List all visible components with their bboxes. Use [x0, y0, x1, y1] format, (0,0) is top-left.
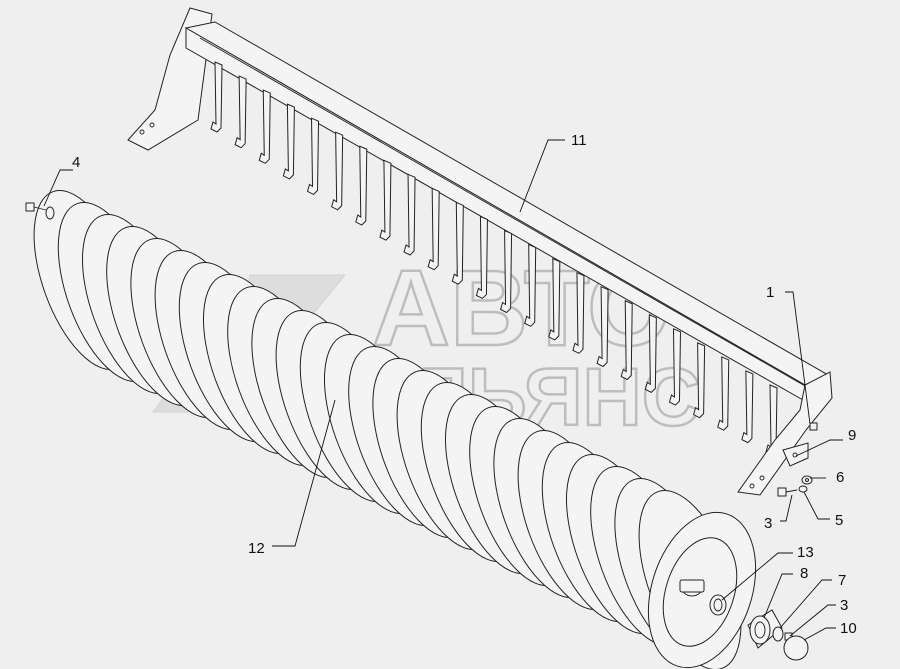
tine: [306, 117, 320, 196]
seal-ring: [709, 594, 727, 616]
tine: [693, 342, 706, 419]
callout-5: 5: [835, 512, 843, 529]
tine: [258, 89, 271, 164]
callout-7: 7: [838, 572, 846, 589]
tine: [210, 61, 223, 133]
bolt-left-end: [25, 202, 55, 220]
tine: [499, 229, 513, 314]
callout-13: 13: [797, 544, 814, 561]
bracket-plate: [782, 422, 818, 467]
bolt-bracket: [777, 487, 798, 497]
tine: [741, 370, 754, 444]
tine: [475, 215, 488, 300]
callout-labels: 11 12 4 1 9 6 5 3 13 8 7 3 10: [72, 132, 857, 637]
callout-6: 6: [836, 469, 844, 486]
frame-with-tines: [127, 7, 833, 496]
tine: [596, 285, 609, 368]
tine: [548, 257, 561, 341]
callout-9: 9: [848, 427, 856, 444]
callout-8: 8: [800, 565, 808, 582]
callout-3-lower: 3: [840, 597, 848, 614]
tine: [403, 173, 416, 256]
leader-lines: [43, 139, 843, 641]
tine: [644, 314, 657, 393]
washer-and-nut: [798, 475, 813, 493]
callout-12: 12: [248, 540, 265, 557]
tine: [524, 243, 537, 327]
tine: [717, 356, 730, 431]
end-cap: [783, 635, 809, 661]
roller-hub: [647, 511, 757, 669]
callout-3-upper: 3: [764, 515, 772, 532]
tine: [451, 201, 464, 285]
callout-11: 11: [571, 132, 587, 149]
tine: [234, 75, 247, 149]
tine: [620, 299, 633, 381]
retaining-ring: [772, 626, 784, 642]
bearing-assembly: [709, 594, 809, 661]
bearing: [749, 615, 771, 645]
tine: [572, 271, 585, 354]
tine: [282, 103, 295, 180]
tine: [379, 159, 392, 241]
spiral-roller: [33, 190, 742, 669]
tine: [668, 328, 681, 406]
tines-row: [210, 61, 778, 456]
tine: [331, 131, 344, 211]
callout-10: 10: [840, 620, 857, 637]
pin: [809, 422, 818, 431]
frame-right-end-plate: [737, 371, 833, 496]
callout-1: 1: [766, 284, 774, 301]
tine: [427, 187, 440, 271]
tine: [355, 145, 368, 226]
callout-4: 4: [72, 154, 80, 171]
